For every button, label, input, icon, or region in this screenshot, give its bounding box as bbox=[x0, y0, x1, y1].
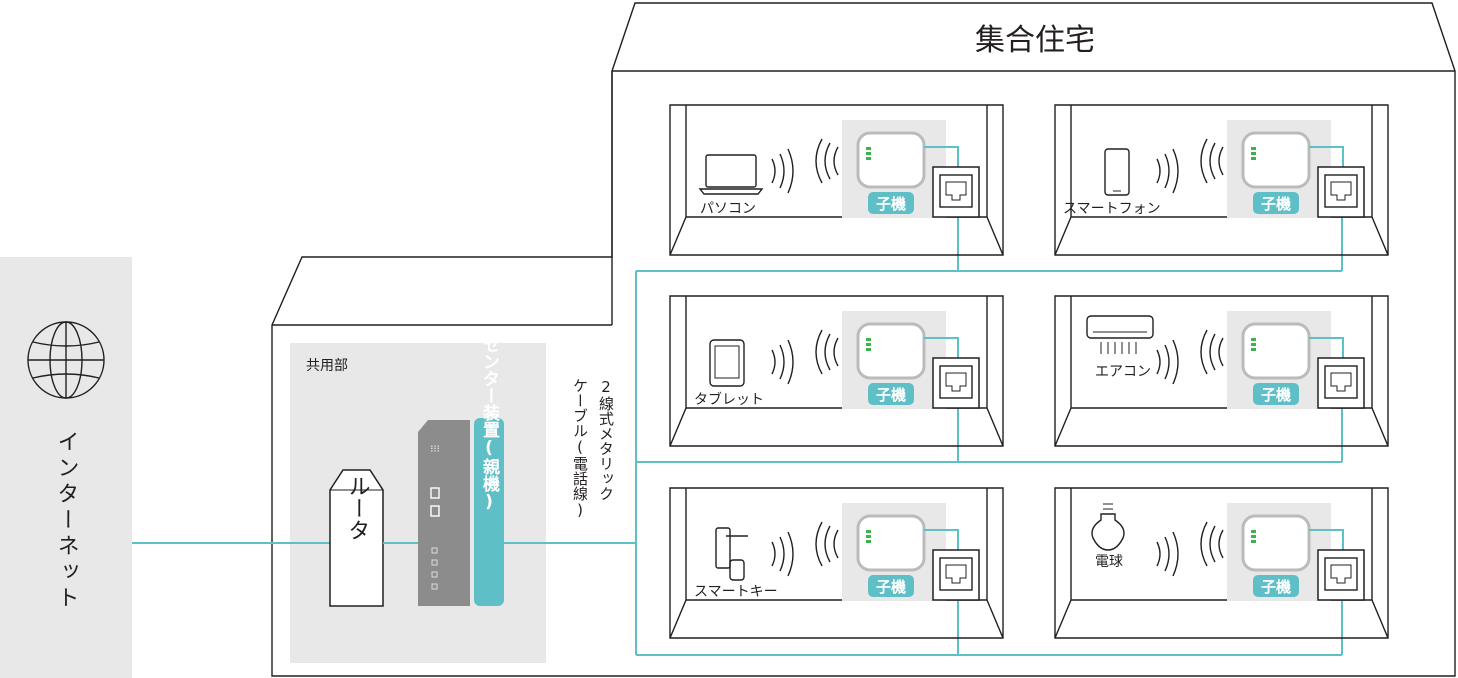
slave-unit bbox=[1241, 514, 1311, 572]
signal-waves-icon bbox=[1156, 148, 1179, 194]
slave-unit bbox=[856, 322, 926, 380]
signal-waves-icon bbox=[1200, 329, 1224, 375]
room-frame bbox=[669, 295, 1004, 447]
smartphone-icon bbox=[1104, 148, 1130, 196]
device-label: スマートフォン bbox=[1063, 201, 1161, 217]
center-device: ⁝⁝⁝ bbox=[418, 420, 470, 606]
building-title: 集合住宅 bbox=[975, 23, 1095, 58]
cable-label: 2線式メタリック ケーブル(電話線) bbox=[571, 378, 615, 519]
signal-waves-icon bbox=[815, 329, 839, 375]
slave-badge bbox=[868, 383, 914, 405]
internet-label: インターネット bbox=[54, 430, 79, 612]
common-area-label: 共用部 bbox=[306, 358, 348, 374]
slave-label: 子機 bbox=[876, 578, 906, 596]
signal-waves-icon bbox=[815, 138, 839, 184]
slave-badge bbox=[868, 575, 914, 597]
signal-waves-icon bbox=[1156, 531, 1179, 577]
internet-panel: インターネット bbox=[0, 257, 132, 678]
signal-waves-icon bbox=[771, 531, 794, 577]
unit-room-3: タブレット 子機 bbox=[669, 295, 1004, 447]
room-frame bbox=[1054, 295, 1389, 447]
slave-unit bbox=[1241, 322, 1311, 380]
smart-lock-icon bbox=[715, 527, 748, 581]
slave-badge bbox=[1253, 192, 1299, 214]
signal-waves-icon bbox=[1200, 138, 1224, 184]
unit-room-1: パソコン 子機 bbox=[669, 104, 1004, 256]
router: ルータ bbox=[329, 469, 384, 607]
laptop-icon bbox=[698, 154, 764, 195]
slave-label: 子機 bbox=[876, 386, 906, 404]
signal-waves-icon bbox=[1200, 521, 1224, 567]
slave-badge bbox=[1253, 383, 1299, 405]
building-outline bbox=[271, 2, 1456, 677]
room-frame bbox=[669, 104, 1004, 256]
unit-room-5: スマートキー 子機 bbox=[669, 487, 1004, 639]
device-label: スマートキー bbox=[694, 584, 778, 600]
cable-label-line1: 2線式メタリック bbox=[597, 378, 615, 501]
slave-label: 子機 bbox=[1261, 195, 1291, 213]
room-frame bbox=[1054, 487, 1389, 639]
slave-label: 子機 bbox=[876, 195, 906, 213]
router-label: ルータ bbox=[345, 475, 370, 541]
device-label: 電球 bbox=[1095, 554, 1123, 570]
slave-badge bbox=[868, 192, 914, 214]
center-device-label: センター装置(親機) bbox=[479, 336, 501, 512]
units: パソコン子機スマートフォン子機タブレット子機エアコン子機スマートキー子機電球子機 bbox=[669, 104, 1389, 639]
device-label: エアコン bbox=[1095, 364, 1151, 380]
slave-unit bbox=[856, 514, 926, 572]
globe-icon bbox=[27, 321, 105, 399]
center-device-badge: センター装置(親機) bbox=[474, 336, 504, 606]
cable-label-line2: ケーブル(電話線) bbox=[571, 378, 589, 519]
svg-text:⁝⁝⁝: ⁝⁝⁝ bbox=[430, 444, 440, 455]
slave-unit bbox=[1241, 131, 1311, 189]
device-label: パソコン bbox=[700, 201, 756, 217]
device-label: タブレット bbox=[694, 391, 764, 408]
slave-label: 子機 bbox=[1261, 578, 1291, 596]
signal-waves-icon bbox=[771, 148, 794, 194]
tablet-icon bbox=[709, 339, 745, 387]
unit-room-2: スマートフォン 子機 bbox=[1054, 104, 1389, 256]
signal-waves-icon bbox=[815, 521, 839, 567]
room-frame bbox=[1054, 104, 1389, 256]
light-bulb-icon bbox=[1091, 503, 1125, 551]
signal-waves-icon bbox=[771, 339, 794, 385]
slave-label: 子機 bbox=[1261, 386, 1291, 404]
air-conditioner-icon bbox=[1086, 315, 1154, 354]
slave-badge bbox=[1253, 575, 1299, 597]
room-frame bbox=[669, 487, 1004, 639]
slave-unit bbox=[856, 131, 926, 189]
trunk-cable bbox=[504, 217, 1343, 656]
signal-waves-icon bbox=[1156, 339, 1179, 385]
